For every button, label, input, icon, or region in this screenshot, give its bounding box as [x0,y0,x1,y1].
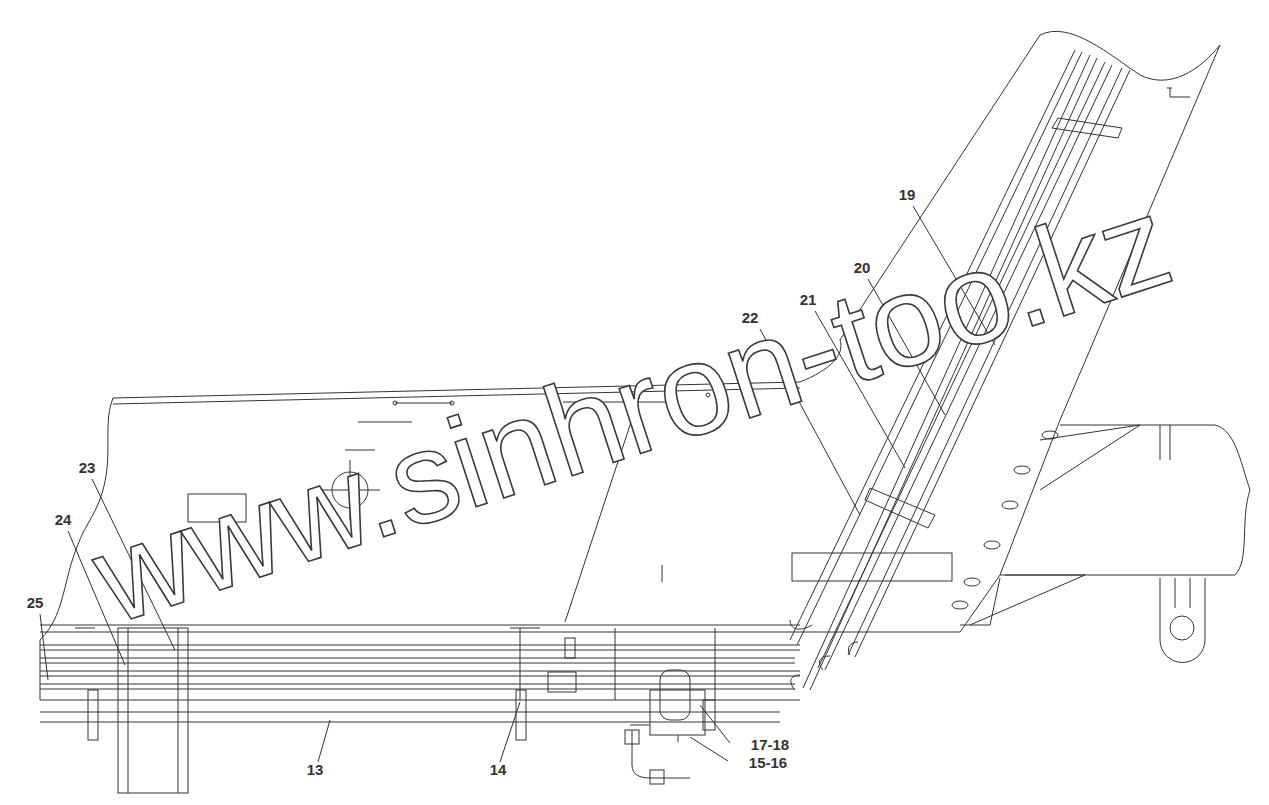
callout-number: 24 [53,512,74,528]
clip [1167,88,1190,97]
callout-number: 17-18 [749,737,791,753]
break-line [1040,31,1220,80]
mount-bracket [952,425,1250,663]
callout-number: 14 [488,762,509,778]
pump-unit [625,670,715,784]
callout-number: 21 [798,292,819,308]
callout-number: 13 [305,762,326,778]
callout-number: 19 [897,187,918,203]
watermark: www.sinhron-too.kz [79,176,1184,645]
callout-number: 25 [25,595,46,611]
cross-member [75,628,715,793]
callout-number: 20 [852,260,873,276]
callout-number: 23 [77,460,98,476]
callout-number: 22 [740,310,761,326]
callout-number: 15-16 [747,755,789,771]
